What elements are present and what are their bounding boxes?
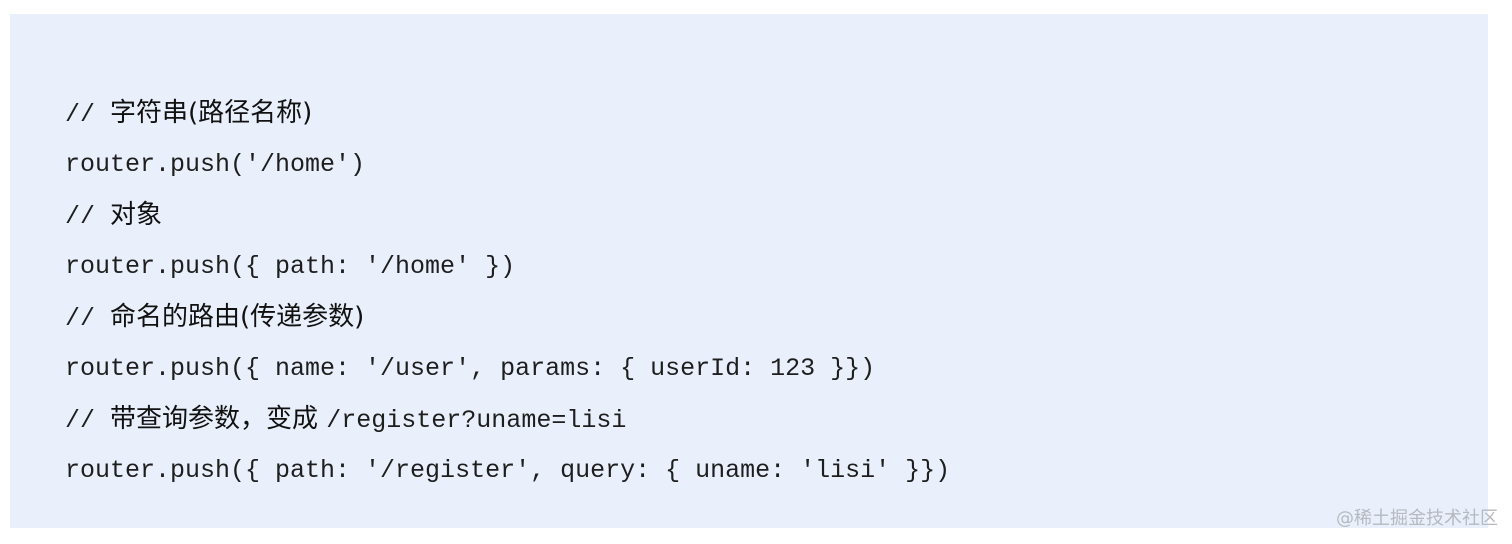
code-statement-line: router.push({ name: '/user', params: { u… bbox=[65, 354, 876, 383]
comment-marker: // bbox=[65, 406, 111, 435]
comment-text: 命名的路由(传递参数) bbox=[110, 302, 365, 332]
comment-marker: // bbox=[65, 304, 111, 333]
code-comment-line: // 命名的路由(传递参数) bbox=[65, 292, 1488, 343]
comment-marker: // bbox=[65, 202, 111, 231]
code-block: // 字符串(路径名称) router.push('/home') // 对象 … bbox=[10, 14, 1488, 528]
comment-marker: // bbox=[65, 100, 111, 129]
code-statement-line: router.push({ path: '/home' }) bbox=[65, 252, 516, 281]
comment-text: 对象 bbox=[110, 200, 163, 230]
watermark: @稀土掘金技术社区 bbox=[1336, 508, 1498, 529]
code-comment-line: // 字符串(路径名称) bbox=[65, 88, 1488, 139]
code-statement-line: router.push({ path: '/register', query: … bbox=[65, 456, 951, 485]
comment-text: 带查询参数，变成 bbox=[110, 404, 327, 434]
comment-code-fragment: /register?uname=lisi bbox=[326, 406, 627, 435]
code-comment-line: // 带查询参数，变成 /register?uname=lisi bbox=[65, 394, 1488, 445]
comment-text: 字符串(路径名称) bbox=[110, 98, 313, 128]
code-comment-line: // 对象 bbox=[65, 190, 1488, 241]
code-statement-line: router.push('/home') bbox=[65, 150, 366, 179]
